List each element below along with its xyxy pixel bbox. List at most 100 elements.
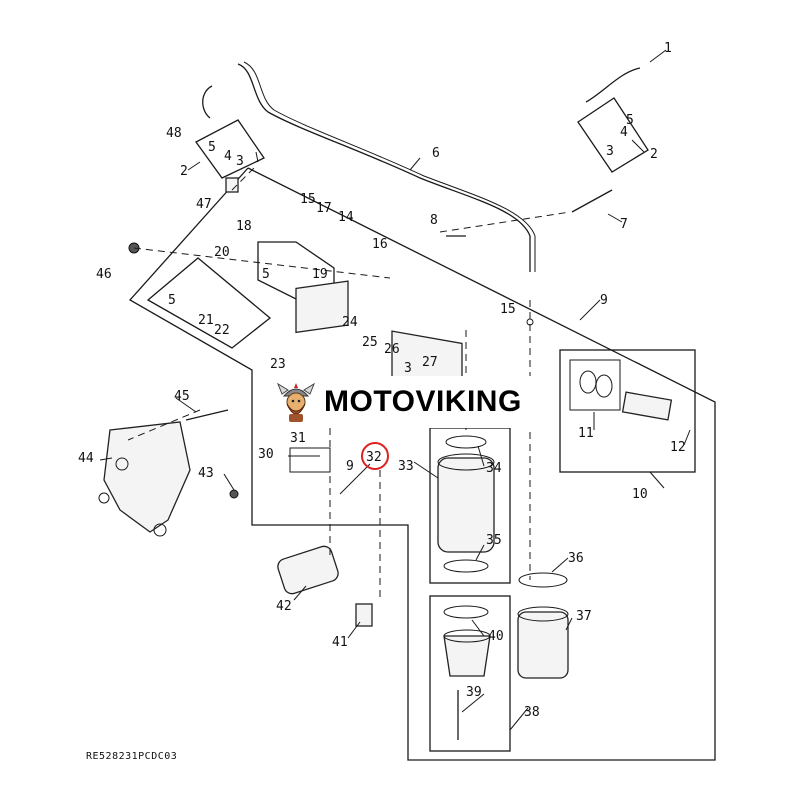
callout-27: 27 xyxy=(422,355,438,370)
kit-frame-11 xyxy=(569,359,621,411)
o-ring-11a xyxy=(579,370,597,394)
kit-frame-2-left xyxy=(195,119,265,179)
fuel-line-6-inner xyxy=(243,61,536,272)
callout-2: 2 xyxy=(180,164,188,179)
callout-5: 5 xyxy=(168,293,176,308)
assembly-line-b xyxy=(439,211,571,233)
brand-watermark: MOTOVIKING xyxy=(268,376,538,428)
callout-48: 48 xyxy=(166,126,182,141)
brand-name: MOTOVIKING xyxy=(324,385,522,418)
callout-1: 1 xyxy=(664,41,672,56)
callout-16: 16 xyxy=(372,237,388,252)
callout-9: 9 xyxy=(346,459,354,474)
callout-32: 32 xyxy=(366,450,382,465)
callout-44: 44 xyxy=(78,451,94,466)
drawing-reference: RE528231PCDC03 xyxy=(86,751,178,762)
fuel-line-1 xyxy=(585,67,641,103)
callout-2: 2 xyxy=(650,147,658,162)
callout-41: 41 xyxy=(332,635,348,650)
bracket-44 xyxy=(103,421,191,533)
callout-40: 40 xyxy=(488,629,504,644)
filter-top-33 xyxy=(437,453,495,471)
callout-47: 47 xyxy=(196,197,212,212)
callout-37: 37 xyxy=(576,609,592,624)
main-frame-outline xyxy=(128,167,716,761)
bolt-45 xyxy=(185,409,229,421)
callout-43: 43 xyxy=(198,466,214,481)
callout-15: 15 xyxy=(300,192,316,207)
cover-24 xyxy=(295,280,349,334)
heater-element-10 xyxy=(621,391,673,421)
callout-7: 7 xyxy=(620,217,628,232)
kit-frame-20 xyxy=(146,257,272,349)
callout-22: 22 xyxy=(214,323,230,338)
lift-pump-42 xyxy=(277,545,339,595)
callout-3: 3 xyxy=(404,361,412,376)
kit-frame-2-right xyxy=(577,97,649,173)
o-ring-35 xyxy=(443,559,489,573)
callout-23: 23 xyxy=(270,357,286,372)
callout-25: 25 xyxy=(362,335,378,350)
callout-5: 5 xyxy=(262,267,270,282)
callout-3: 3 xyxy=(606,144,614,159)
callout-8: 8 xyxy=(430,213,438,228)
callout-5: 5 xyxy=(626,113,634,128)
kit-frame-38 xyxy=(429,595,511,752)
callout-42: 42 xyxy=(276,599,292,614)
o-ring-11b xyxy=(595,374,613,398)
filter-bowl-38 xyxy=(443,635,491,677)
callout-24: 24 xyxy=(342,315,358,330)
o-ring-34 xyxy=(445,435,487,449)
callout-10: 10 xyxy=(632,487,648,502)
nut-47 xyxy=(225,177,239,193)
callout-26: 26 xyxy=(384,342,400,357)
callout-4: 4 xyxy=(620,125,628,140)
leader-lines xyxy=(99,49,691,731)
callout-36: 36 xyxy=(568,551,584,566)
callout-21: 21 xyxy=(198,313,214,328)
callout-17: 17 xyxy=(316,201,332,216)
callout-18: 18 xyxy=(236,219,252,234)
callout-4: 4 xyxy=(224,149,232,164)
bolt-7 xyxy=(571,189,613,213)
callout-15: 15 xyxy=(500,302,516,317)
o-ring-40 xyxy=(443,605,489,619)
seal-ring-36 xyxy=(518,572,568,588)
highlight-circle-32 xyxy=(361,442,389,470)
kit-frame-30 xyxy=(289,447,331,473)
callout-3: 3 xyxy=(236,154,244,169)
callout-12: 12 xyxy=(670,440,686,455)
callout-39: 39 xyxy=(466,685,482,700)
assembly-line-a xyxy=(133,247,391,279)
assembly-line-g xyxy=(231,167,255,191)
filter-bowl-top xyxy=(443,629,491,643)
callout-45: 45 xyxy=(174,389,190,404)
bracket-hole-3 xyxy=(98,492,110,504)
bracket-hole-2 xyxy=(153,523,167,537)
callout-11: 11 xyxy=(578,426,594,441)
assembly-line-h xyxy=(127,409,201,441)
fuel-filter-37 xyxy=(517,611,569,679)
fuel-line-48 xyxy=(202,85,213,119)
connector-41 xyxy=(355,603,373,627)
kit-frame-33 xyxy=(429,427,511,584)
nut-43 xyxy=(229,489,239,499)
callout-9: 9 xyxy=(600,293,608,308)
kit-frame-10 xyxy=(559,349,696,473)
viking-mascot-icon xyxy=(276,382,316,422)
callout-19: 19 xyxy=(312,267,328,282)
filter-top-37 xyxy=(517,606,569,622)
callout-46: 46 xyxy=(96,267,112,282)
callout-20: 20 xyxy=(214,245,230,260)
callout-35: 35 xyxy=(486,533,502,548)
callout-34: 34 xyxy=(486,461,502,476)
fuel-filter-33 xyxy=(437,457,495,553)
fuel-line-6 xyxy=(237,63,531,272)
callout-33: 33 xyxy=(398,459,414,474)
callout-31: 31 xyxy=(290,431,306,446)
bracket-hole-1 xyxy=(115,457,129,471)
callout-6: 6 xyxy=(432,146,440,161)
callout-38: 38 xyxy=(524,705,540,720)
callout-30: 30 xyxy=(258,447,274,462)
callout-5: 5 xyxy=(208,140,216,155)
